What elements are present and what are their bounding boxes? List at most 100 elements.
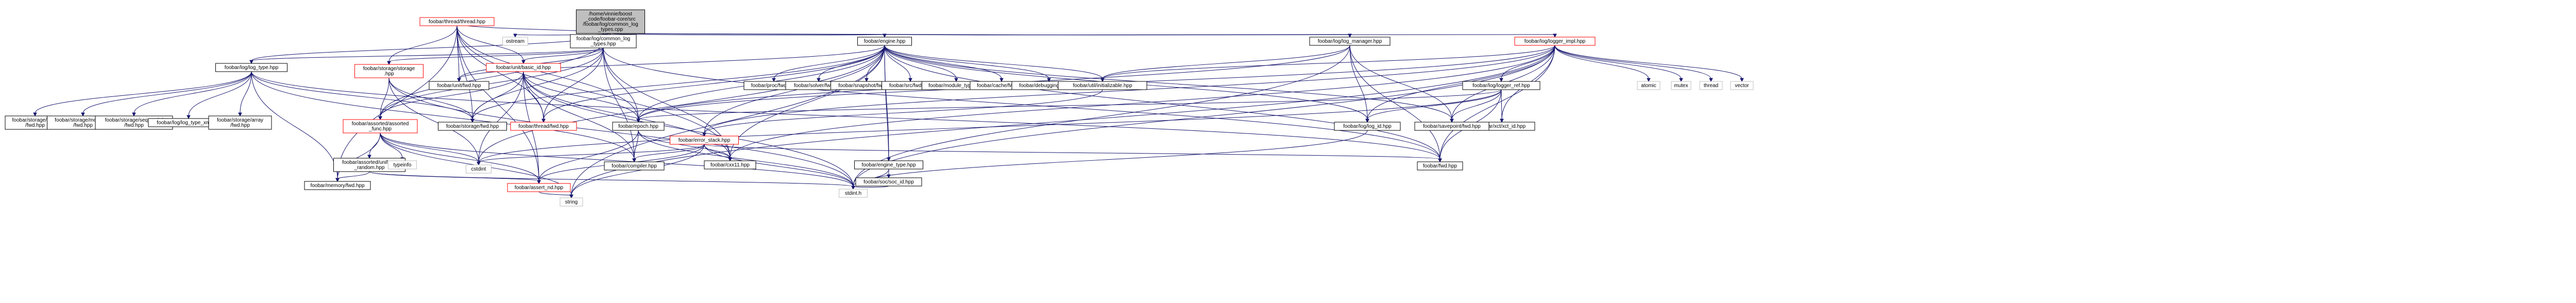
dependency-edge xyxy=(523,71,546,123)
dependency-edge xyxy=(369,171,541,184)
node-label: foobar/log/common_log xyxy=(577,36,631,42)
node-box xyxy=(438,122,507,131)
node-initializable[interactable]: foobar/util/initializable.hpp xyxy=(1058,81,1147,90)
dependency-edge xyxy=(638,130,732,162)
dependency-edge xyxy=(387,47,604,65)
dependency-edge xyxy=(1100,45,1555,82)
node-box xyxy=(1671,81,1691,90)
dependency-edge xyxy=(1554,45,1683,82)
dependency-edge xyxy=(457,45,885,82)
node-to-string-fwd[interactable]: foobar/unit/fwd.hpp xyxy=(429,81,489,90)
dependency-edge xyxy=(1349,45,1442,163)
dependency-edge xyxy=(851,45,1350,190)
node-box xyxy=(1514,37,1596,46)
node-label: _types.hpp xyxy=(590,41,616,47)
node-vector: vector xyxy=(1730,81,1754,90)
node-label: foobar/module_type.hpp xyxy=(928,83,984,89)
dependency-edge xyxy=(636,89,1502,123)
dependency-edge xyxy=(187,71,252,120)
node-epoch[interactable]: foobar/epoch.hpp xyxy=(612,122,665,131)
node-label: foobar/log/logger_ref.hpp xyxy=(1472,83,1530,89)
node-assert-nd[interactable]: foobar/assert_nd.hpp xyxy=(507,183,571,192)
node-error-stack[interactable]: foobar/error_stack.hpp xyxy=(670,136,739,145)
node-common-log-types[interactable]: foobar/log/common_log_types.hpp xyxy=(570,34,637,48)
node-thread: thread xyxy=(1699,81,1723,90)
node-logger-impl[interactable]: foobar/log/logger_impl.hpp xyxy=(1514,37,1596,46)
node-box xyxy=(839,189,868,198)
dependency-edge xyxy=(851,186,889,190)
dependency-edge xyxy=(702,89,1103,137)
node-log-id[interactable]: foobar/log/log_id.hpp xyxy=(1334,122,1401,131)
node-box xyxy=(560,197,583,207)
node-box xyxy=(855,177,922,187)
node-box xyxy=(612,122,665,131)
node-label: foobar/log/logger_impl.hpp xyxy=(1524,39,1586,44)
node-label: _random.hpp xyxy=(354,165,385,171)
node-label: /foobar/log/common_log xyxy=(583,22,638,27)
dependency-edge xyxy=(513,33,611,38)
dependency-edge xyxy=(470,71,524,123)
node-label: foobar/unit/basic_id.hpp xyxy=(496,65,551,71)
node-compiler[interactable]: foobar/compiler.hpp xyxy=(604,161,665,171)
node-engine-type[interactable]: foobar/engine_type.hpp xyxy=(854,160,923,170)
node-thread-hpp[interactable]: foobar/thread/thread.hpp xyxy=(419,17,495,26)
node-label: _func.hpp xyxy=(368,126,392,132)
node-label: thread xyxy=(1704,83,1718,89)
dependency-edge xyxy=(523,71,636,163)
node-basic-id[interactable]: foobar/unit/basic_id.hpp xyxy=(486,63,561,72)
node-cxx11[interactable]: foobar/cxx11.hpp xyxy=(704,160,756,170)
node-mutex: mutex xyxy=(1671,81,1691,90)
node-label: cstdint xyxy=(471,166,486,172)
node-thread-fwd[interactable]: foobar/thread/fwd.hpp xyxy=(510,122,577,131)
node-box xyxy=(304,181,371,190)
node-box xyxy=(507,183,571,192)
node-storage-fwd[interactable]: foobar/storage/fwd.hpp xyxy=(438,122,507,131)
node-assorted-function[interactable]: foobar/assorted/assorted_func.hpp xyxy=(343,119,418,133)
dependency-edge xyxy=(378,71,524,121)
node-box xyxy=(854,160,923,170)
dependency-edge xyxy=(33,71,252,117)
node-box xyxy=(429,81,489,90)
node-label: foobar/storage/hash xyxy=(12,117,58,123)
node-storage-array[interactable]: foobar/storage/array/fwd.hpp xyxy=(208,115,272,130)
node-savepoint-fwd[interactable]: foobar/savepoint/fwd.hpp xyxy=(1414,122,1489,131)
node-label: foobar/epoch.hpp xyxy=(618,124,658,129)
node-logger-ref[interactable]: foobar/log/logger_ref.hpp xyxy=(1462,81,1540,90)
node-box xyxy=(576,9,645,34)
node-label: foobar/cache/fwd.hpp xyxy=(977,83,1026,89)
node-label: foobar/thread/fwd.hpp xyxy=(518,124,569,129)
node-label: _types.cpp xyxy=(598,27,623,32)
node-cstdint: cstdint xyxy=(466,164,492,174)
dependency-edge xyxy=(456,25,541,184)
dependency-edge xyxy=(632,144,705,163)
node-box xyxy=(486,63,561,72)
node-label: foobar/savepoint/fwd.hpp xyxy=(1423,124,1481,129)
dependency-edge xyxy=(523,71,640,123)
node-atomic: atomic xyxy=(1637,81,1660,90)
node-log-type[interactable]: foobar/log/log_type.hpp xyxy=(215,63,287,72)
node-fwd-hpp[interactable]: foobar/fwd.hpp xyxy=(1417,161,1463,171)
dependency-edge xyxy=(132,71,252,117)
dependency-edge xyxy=(249,33,611,64)
node-label: /fwd.hpp xyxy=(25,123,45,128)
node-soc-id[interactable]: foobar/soc/soc_id.hpp xyxy=(855,177,922,187)
dependency-edge xyxy=(884,45,912,82)
node-log-manager[interactable]: foobar/log/log_manager.hpp xyxy=(1309,37,1391,46)
node-box xyxy=(343,119,418,133)
node-box xyxy=(388,160,417,170)
node-storage-storage[interactable]: foobar/storage/storage.hpp xyxy=(354,64,423,78)
node-memory-fwd[interactable]: foobar/memory/fwd.hpp xyxy=(304,181,371,190)
node-label: foobar/assorted/assorted xyxy=(352,121,409,127)
node-label: foobar/xct/xct_id.hpp xyxy=(1478,124,1526,129)
node-label: foobar/storage/storage xyxy=(363,66,415,72)
node-label: foobar/log/log_type.hpp xyxy=(225,65,279,71)
dependency-edge xyxy=(1438,45,1555,163)
node-typeinfo: typeinfo xyxy=(388,160,417,170)
node-storage-sequential[interactable]: foobar/storage/sequential/fwd.hpp xyxy=(95,115,173,130)
node-engine-hpp[interactable]: foobar/engine.hpp xyxy=(857,37,912,46)
node-box xyxy=(1462,81,1540,90)
node-box xyxy=(502,37,528,46)
dependency-edge xyxy=(456,25,546,123)
